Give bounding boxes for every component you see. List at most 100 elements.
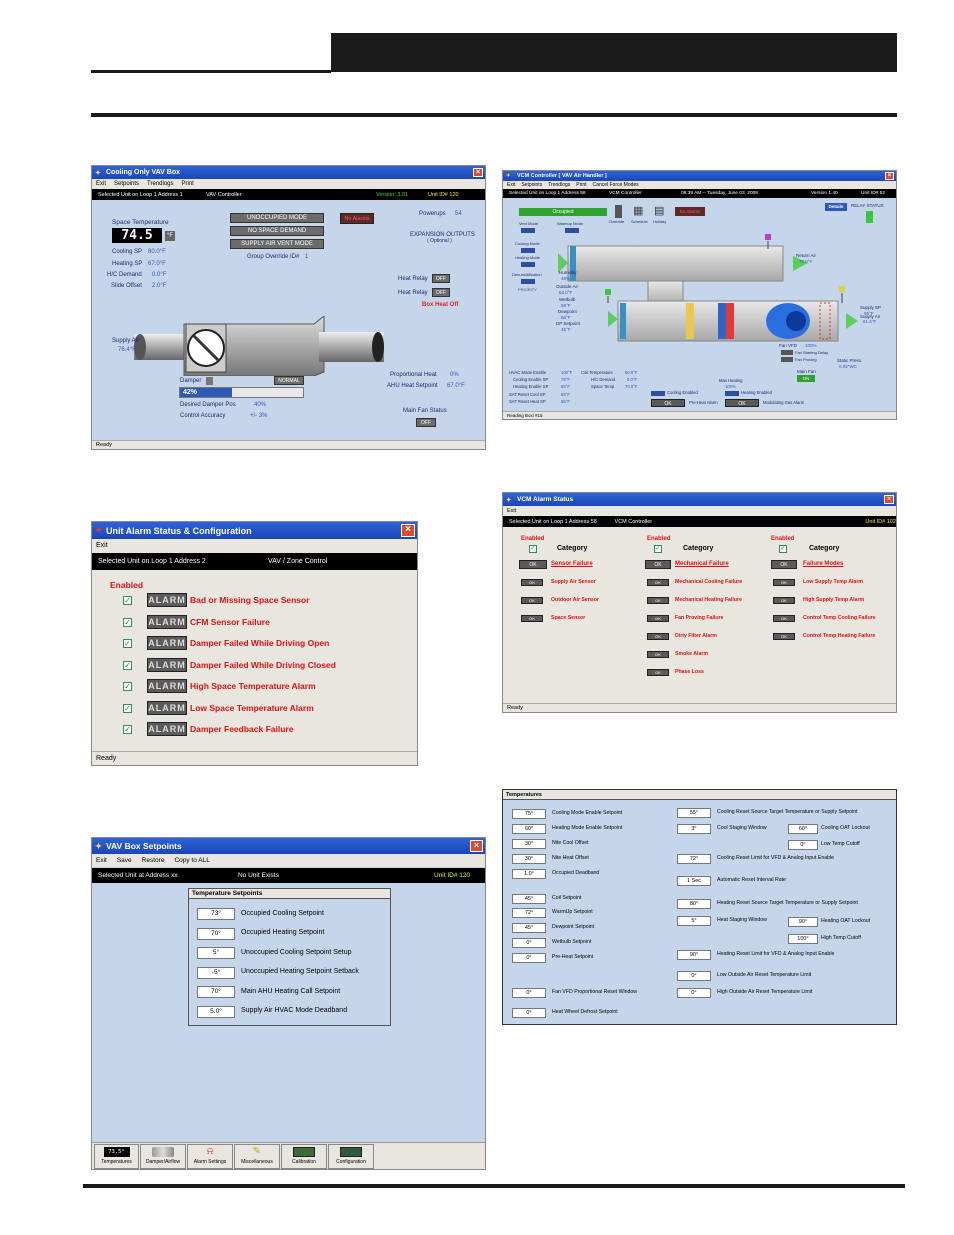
override-button[interactable] — [615, 205, 622, 218]
setpoint-input[interactable]: 3° — [677, 824, 711, 834]
setpoint-input[interactable]: 30° — [512, 839, 546, 849]
no-alarms-button[interactable]: No Alarms — [340, 213, 374, 224]
menu-setpoints[interactable]: Setpoints — [114, 181, 140, 187]
category-enable-checkbox[interactable]: ✓ — [779, 545, 787, 553]
enable-checkbox[interactable]: ✓ — [123, 639, 132, 648]
enable-checkbox[interactable]: ✓ — [123, 661, 132, 670]
heat-relay-2-off[interactable]: OFF — [432, 288, 450, 297]
controller-type: VAV / Zone Control — [268, 558, 328, 565]
tab-damper-airflow[interactable]: Damper/Airflow — [140, 1144, 186, 1169]
setpoint-input[interactable]: 0° — [512, 1008, 546, 1018]
setpoint-input[interactable]: -5° — [197, 967, 235, 979]
close-icon[interactable]: × — [470, 840, 483, 852]
setpoint-input[interactable]: 90° — [677, 950, 711, 960]
setpoint-input[interactable]: 80° — [677, 899, 711, 909]
setpoint-input[interactable]: 45° — [512, 894, 546, 904]
vent-mode-indicator — [521, 228, 535, 233]
miscellaneous-icon: ✎ — [252, 1146, 262, 1157]
preheat-alarm-ok: OK — [651, 399, 685, 407]
alarms-button[interactable]: No Alarms — [675, 207, 705, 216]
close-icon[interactable]: × — [884, 495, 894, 504]
enable-checkbox[interactable]: ✓ — [123, 682, 132, 691]
menu-exit[interactable]: Exit — [96, 181, 107, 187]
holiday-icon[interactable]: ▤ — [654, 205, 665, 217]
damper-force-button[interactable] — [206, 377, 213, 385]
menu-exit[interactable]: Exit — [507, 508, 517, 514]
setpoint-input[interactable]: 0° — [788, 840, 818, 850]
main-fan-on[interactable]: ON — [797, 375, 815, 382]
tab-calibration[interactable]: Calibration — [281, 1144, 327, 1169]
details-button[interactable]: Details — [825, 203, 847, 211]
setpoint-input[interactable]: 5.0° — [197, 1006, 235, 1018]
header-light-line — [91, 70, 331, 73]
setpoint-input[interactable]: 75° — [512, 809, 546, 819]
tab-label: Damper/Airflow — [145, 1159, 181, 1165]
setpoint-input[interactable]: 0° — [677, 971, 711, 981]
unit-info-bar: Selected Unit at Address xx No Unit Exis… — [92, 868, 485, 883]
setpoint-input[interactable]: 1.0° — [512, 869, 546, 879]
close-icon[interactable]: × — [473, 168, 483, 177]
schedule-icon[interactable]: ▦ — [633, 205, 644, 217]
category-enable-checkbox[interactable]: ✓ — [529, 545, 537, 553]
damper-normal-button[interactable]: NORMAL — [274, 376, 304, 385]
setpoint-input[interactable]: 0° — [677, 988, 711, 998]
menu-print[interactable]: Print — [181, 181, 194, 187]
setpoint-input[interactable]: 1 Sec — [677, 876, 711, 886]
setpoint-input[interactable]: 100° — [788, 934, 818, 944]
setpoint-input[interactable]: 60° — [788, 824, 818, 834]
menu-save[interactable]: Save — [116, 857, 132, 864]
menu-exit[interactable]: Exit — [96, 857, 107, 864]
temperature-unit-button[interactable]: °F — [165, 231, 175, 241]
setpoint-input[interactable]: 0° — [512, 988, 546, 998]
cooling-sp-value: 80.0°F — [148, 249, 166, 255]
setpoint-input[interactable]: 0° — [512, 953, 546, 963]
tab-miscellaneous[interactable]: ✎ Miscellaneous — [234, 1144, 280, 1169]
menu-cancel-force-modes[interactable]: Cancel Force Modes — [592, 182, 639, 188]
enable-checkbox[interactable]: ✓ — [123, 596, 132, 605]
enable-checkbox[interactable]: ✓ — [123, 725, 132, 734]
setpoint-input[interactable]: 70° — [197, 986, 235, 998]
main-fan-off[interactable]: OFF — [416, 418, 436, 427]
main-fan-status-label: Main Fan Status — [403, 408, 447, 414]
setpoint-input[interactable]: 72° — [512, 908, 546, 918]
menu-exit[interactable]: Exit — [507, 182, 516, 188]
setpoint-input[interactable]: 0° — [512, 938, 546, 948]
enable-checkbox[interactable]: ✓ — [123, 704, 132, 713]
setpoint-input[interactable]: 72° — [677, 854, 711, 864]
category-enable-checkbox[interactable]: ✓ — [654, 545, 662, 553]
close-icon[interactable]: × — [885, 172, 894, 180]
menu-copy-to-all[interactable]: Copy to ALL — [174, 857, 210, 864]
close-icon[interactable]: × — [401, 524, 415, 537]
setpoint-input[interactable]: 5° — [197, 947, 235, 959]
setpoint-input[interactable]: 30° — [512, 854, 546, 864]
menu-restore[interactable]: Restore — [141, 857, 165, 864]
readout-label: Coil Temperature — [581, 370, 613, 375]
vcm-alarm-status-window: ✦VCM Alarm Status × Exit Selected Unit o… — [502, 492, 897, 713]
setpoint-label: High Outside Air Reset Temperature Limit — [717, 989, 813, 995]
enable-checkbox[interactable]: ✓ — [123, 618, 132, 627]
setpoint-input[interactable]: 73° — [197, 908, 235, 920]
supply-air-value: 76.4°F — [118, 347, 136, 353]
setpoint-input[interactable]: 70° — [197, 928, 235, 940]
setpoint-input[interactable]: 60° — [512, 824, 546, 834]
menu-exit[interactable]: Exit — [96, 542, 108, 549]
tab-temperatures[interactable]: 73.5° Temperatures — [94, 1144, 139, 1169]
setpoint-input[interactable]: 55° — [677, 808, 711, 818]
setpoint-input[interactable]: 45° — [512, 923, 546, 933]
menu-setpoints[interactable]: Setpoints — [521, 182, 543, 188]
menu-print[interactable]: Print — [576, 182, 587, 188]
menu-trendlogs[interactable]: Trendlogs — [548, 182, 571, 188]
setpoint-input[interactable]: 5° — [677, 916, 711, 926]
tab-alarm-settings[interactable]: ⍾ Alarm Settings — [187, 1144, 233, 1169]
controller-type: VCM Controller — [609, 191, 642, 196]
readout-label: Cooling Enable SP — [513, 377, 549, 382]
readout-value: 60.0°F — [625, 370, 638, 375]
menu-trendlogs[interactable]: Trendlogs — [147, 181, 174, 187]
unit-info-bar: Selected Unit on Loop 1 Address 2 VAV / … — [92, 553, 417, 570]
setpoint-input[interactable]: 90° — [788, 917, 818, 927]
relay-status-label: RELAY STATUS — [851, 203, 884, 208]
tab-configuration[interactable]: Configuration — [328, 1144, 374, 1169]
heat-relay-1-off[interactable]: OFF — [432, 274, 450, 283]
readout-label: H/C Demand — [591, 377, 616, 382]
alarm-status-ok: OK — [647, 597, 669, 604]
